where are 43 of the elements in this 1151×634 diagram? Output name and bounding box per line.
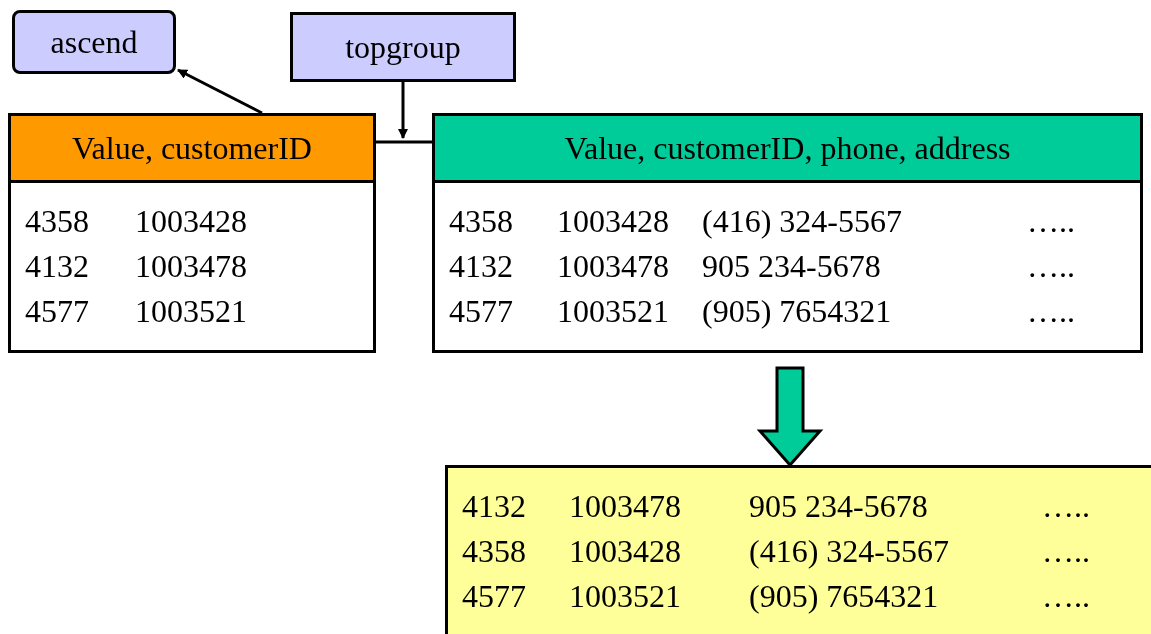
table-box — [8, 113, 376, 353]
table-cell-text: 4358 — [449, 202, 514, 241]
table-cell-text: 4577 — [462, 576, 527, 616]
table-cell-text: 4132 — [462, 486, 527, 526]
table-cell-text: ….. — [1027, 202, 1076, 241]
table-box — [432, 113, 1143, 353]
table-cell-text: ….. — [1042, 576, 1091, 616]
table-cell-text: 4577 — [25, 292, 90, 331]
label-box — [290, 12, 516, 82]
table-cell-text: 1003478 — [135, 247, 248, 286]
table-cell-text: (416) 324-5567 — [749, 531, 950, 571]
arrow — [398, 82, 408, 139]
table-cell-text: 1003521 — [569, 576, 682, 616]
table-cell-text: 1003428 — [569, 531, 682, 571]
table-cell-text: 905 234-5678 — [702, 247, 882, 286]
table-cell-text: 4577 — [449, 292, 514, 331]
result-box — [445, 465, 1151, 634]
table-cell-text: (905) 7654321 — [702, 292, 893, 331]
table-cell-text: 1003521 — [557, 292, 670, 331]
table-cell-text: ….. — [1027, 292, 1076, 331]
table-cell-text: ….. — [1042, 531, 1091, 571]
table-cell-text: 4358 — [462, 531, 527, 571]
label-text: topgroup — [345, 28, 461, 67]
arrow — [177, 68, 263, 115]
table-cell-text: 1003428 — [135, 202, 248, 241]
label-box — [12, 10, 176, 74]
table-header: Value, customerID — [11, 116, 373, 183]
connector-line — [376, 140, 432, 144]
table-cell-text: (416) 324-5567 — [702, 202, 903, 241]
table-cell-text: 4132 — [25, 247, 90, 286]
table-header: Value, customerID, phone, address — [435, 116, 1140, 183]
label-text: ascend — [50, 23, 138, 62]
table-cell-text: 1003478 — [557, 247, 670, 286]
table-cell-text: 1003521 — [135, 292, 248, 331]
block-arrow — [756, 366, 824, 468]
table-cell-text: 4132 — [449, 247, 514, 286]
table-cell-text: ….. — [1027, 247, 1076, 286]
table-cell-text: 4358 — [25, 202, 90, 241]
table-cell-text: ….. — [1042, 486, 1091, 526]
table-cell-text: (905) 7654321 — [749, 576, 940, 616]
table-cell-text: 905 234-5678 — [749, 486, 929, 526]
table-cell-text: 1003478 — [569, 486, 682, 526]
table-cell-text: 1003428 — [557, 202, 670, 241]
